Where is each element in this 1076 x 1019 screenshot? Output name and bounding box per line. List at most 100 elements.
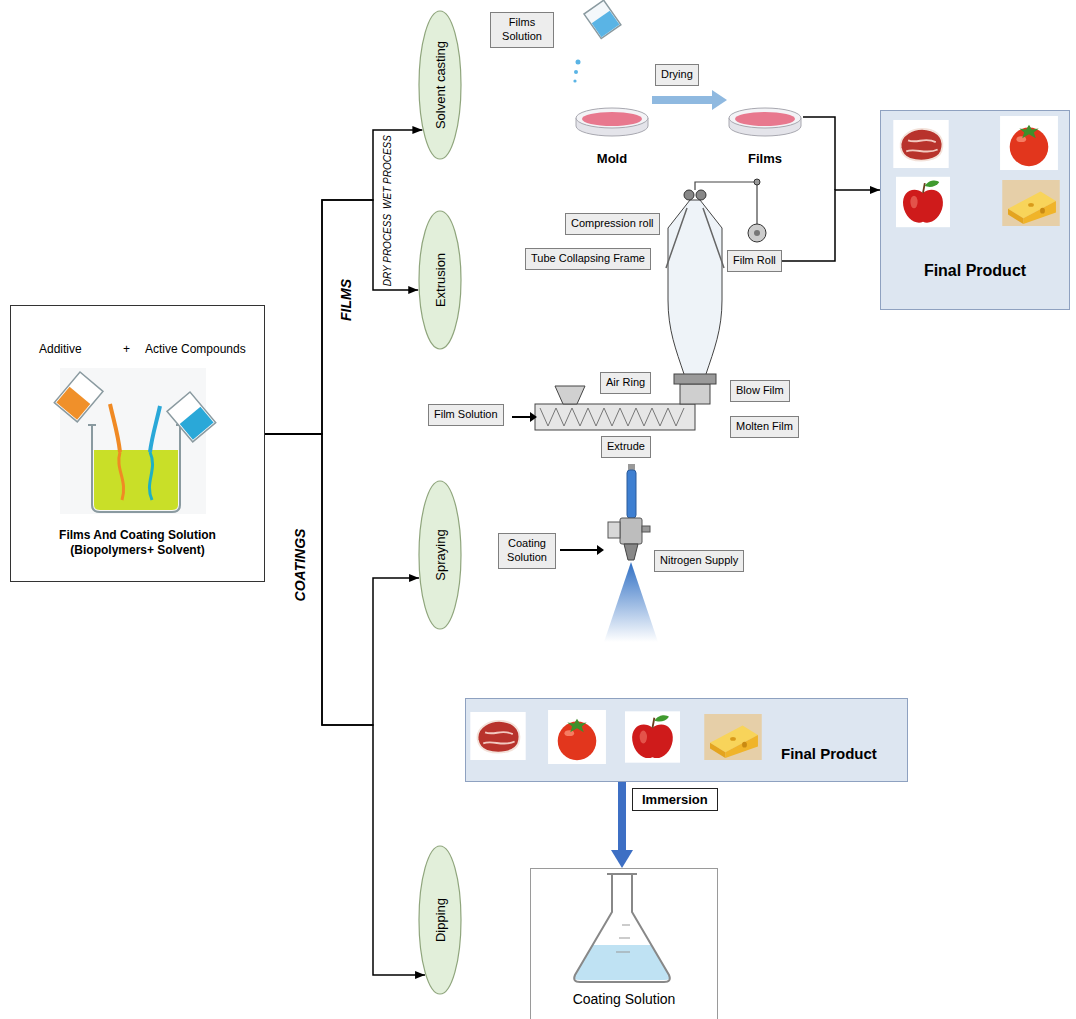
flask-illustration [607, 873, 637, 875]
film-dish [735, 112, 795, 126]
label-box: Extrude [601, 436, 651, 458]
spray-gun [628, 464, 635, 470]
label-box: Drying [655, 64, 699, 86]
spray-gun [608, 522, 620, 538]
label-box: Tube Collapsing Frame [525, 248, 651, 270]
extrusion-line [512, 416, 531, 418]
node-text: Film Solution [434, 408, 498, 422]
beaker-illustration [92, 425, 180, 512]
extrusion-line [680, 384, 710, 404]
branch-label: DRY PROCESS [382, 214, 393, 286]
node-text: Film Roll [733, 254, 776, 268]
flask-illustration [574, 874, 670, 982]
apple-picture [896, 177, 950, 227]
node-text: Active Compounds [145, 342, 246, 357]
label-box: Molten Film [730, 416, 799, 438]
beaker-illustration [149, 452, 152, 500]
spray-gun [624, 544, 638, 560]
extrusion-line [540, 408, 684, 426]
extrusion-line [695, 182, 757, 224]
node-text: Films Solution [496, 16, 548, 44]
node-text: Final Product [881, 261, 1069, 281]
extrusion-line [512, 179, 766, 430]
pouring-beaker [584, 0, 621, 38]
product-band: Final Product [465, 698, 908, 782]
film-dish [729, 108, 801, 128]
caption-label: Mold [597, 151, 627, 166]
node-text: Immersion [642, 792, 708, 807]
beaker-illustration [88, 424, 184, 426]
extrusion-line [684, 190, 694, 200]
extrusion-line [754, 230, 760, 236]
method-oval: Dipping [418, 845, 462, 995]
beaker-illustration [119, 452, 124, 500]
node-text: Molten Film [736, 420, 793, 434]
extrusion-line [668, 200, 722, 374]
label-box: Nitrogen Supply [654, 550, 744, 572]
beaker-illustration [54, 372, 103, 422]
tomato-picture [1000, 116, 1058, 170]
meat-picture [893, 120, 948, 168]
pouring-beaker [573, 79, 576, 82]
spray-gun [560, 464, 658, 642]
beaker-illustration [56, 387, 90, 420]
spray-gun [597, 545, 604, 555]
pouring-beaker [574, 70, 578, 74]
extrusion-line [530, 412, 537, 422]
node-text: Coating Solution [504, 537, 550, 565]
extrusion-line [555, 386, 585, 404]
node-text: Dipping [433, 898, 448, 942]
pouring-beaker [573, 0, 620, 82]
oval-outline [419, 11, 461, 159]
extrusion-line [674, 374, 716, 384]
method-oval: Solvent casting [418, 10, 462, 160]
node-text: Additive [39, 342, 82, 357]
spray-gun [560, 549, 598, 551]
extrusion-line [754, 179, 760, 185]
mold-dish [582, 112, 642, 126]
branch-label: WET PROCESS [382, 135, 393, 209]
connector-group [265, 130, 880, 975]
flask-illustration [574, 874, 670, 982]
method-oval: Extrusion [418, 210, 462, 350]
beaker-illustration [167, 392, 216, 442]
node-text: Nitrogen Supply [660, 554, 738, 568]
connector [265, 434, 425, 975]
solution-panel: Additive+Active CompoundsFilms And Coati… [10, 305, 265, 582]
cheese-picture [1002, 180, 1060, 226]
label-box: Compression roll [565, 213, 660, 235]
label-box: Air Ring [600, 372, 651, 394]
extrusion-line [666, 208, 724, 268]
beaker-illustration [150, 406, 160, 452]
oval-outline [419, 481, 461, 629]
node-text: Air Ring [606, 376, 645, 390]
oval-outline [419, 846, 461, 994]
flask-illustration [616, 925, 630, 952]
label-box: Films Solution [490, 12, 554, 48]
pouring-beaker [576, 60, 581, 65]
label-box: Coating Solution [498, 533, 556, 569]
node-text: Solvent casting [433, 41, 448, 129]
panel-ground [880, 110, 1070, 310]
node-text: Blow Film [736, 384, 784, 398]
spray-gun [642, 526, 650, 532]
node-text: Films And Coating Solution (Biopolymers+… [11, 528, 264, 558]
node-text: Coating Solution [531, 991, 717, 1009]
spray-gun [604, 562, 658, 642]
step-box: Immersion [632, 788, 718, 811]
connector [618, 782, 626, 852]
extrusion-line [696, 190, 706, 200]
meat-picture [470, 712, 525, 760]
connector [782, 190, 880, 261]
extrusion-line [748, 224, 766, 242]
caption-label: Films [748, 151, 782, 166]
flask-box: Coating Solution [530, 868, 718, 1019]
beaker-illustration [167, 392, 216, 442]
apple-picture [625, 711, 680, 762]
spray-gun [627, 470, 636, 518]
oval-outline [419, 211, 461, 349]
panel-ground [465, 698, 908, 782]
